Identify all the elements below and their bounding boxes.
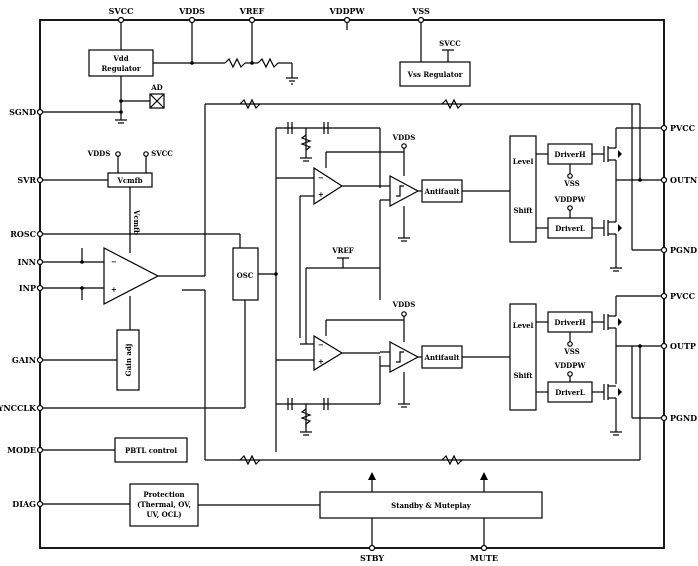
driverl-2-label: DriverL [555, 388, 585, 397]
vcmfb-net-label: Vcmfb [132, 209, 141, 235]
pin-sgnd-label: SGND [9, 107, 36, 117]
pin-gain: GAIN [12, 355, 44, 365]
level-1-label: Level [513, 157, 534, 166]
pin-pvcc-top-label: PVCC [670, 123, 695, 133]
pin-rosc: ROSC [10, 229, 44, 239]
comparator-2 [389, 340, 420, 374]
chip-outline [39, 19, 665, 549]
pin-outp-label: OUTP [670, 341, 696, 351]
integrator-opamp-2 [313, 334, 344, 372]
pin-outn-label: OUTN [670, 175, 697, 185]
pin-mute-label: MUTE [470, 553, 498, 563]
pin-stby-label: STBY [360, 553, 384, 563]
pin-vddpw-top: VDDPW [328, 6, 366, 24]
shift-1-label: Shift [513, 206, 533, 215]
pin-pvcc-bottom: PVCC [660, 291, 695, 301]
gain-adj-label: Gain adj [124, 344, 133, 377]
vdd-regulator-line1: Vdd [112, 54, 128, 63]
driverl-1-label: DriverL [555, 224, 585, 233]
level-shift-1-block [509, 135, 537, 243]
pin-inp-label: INP [19, 283, 36, 293]
vdds-ch2-label: VDDS [392, 300, 416, 309]
pin-vdds-top: VDDS [178, 6, 205, 24]
level-shift-2-block [509, 303, 537, 411]
pin-syncclk-label: SYNCCLK [0, 403, 37, 413]
osc-label: OSC [237, 271, 254, 280]
vdds-ch1-label: VDDS [392, 133, 416, 142]
vss-2-label: VSS [563, 347, 579, 356]
svg-text:−: − [318, 340, 324, 349]
pin-inn: INN [18, 257, 44, 267]
level-2-label: Level [513, 321, 534, 330]
antifault-2-label: Antifault [424, 353, 461, 362]
vcmfb-label: Vcmfb [116, 176, 142, 185]
pin-sgnd: SGND [9, 107, 44, 117]
vss-1-label: VSS [563, 179, 579, 188]
vref-mid-label: VREF [331, 246, 354, 255]
svg-text:−: − [111, 257, 117, 266]
pin-pgnd-bottom: PGND [660, 413, 697, 423]
svg-text:+: + [318, 357, 324, 366]
pin-syncclk: SYNCCLK [0, 403, 44, 413]
svg-text:+: + [318, 190, 324, 199]
pin-inp: INP [19, 283, 44, 293]
comparator-1 [389, 174, 420, 208]
protection-line2: (Thermal, OV, [137, 500, 191, 509]
pin-inn-label: INN [18, 257, 36, 267]
driverh-1-label: DriverH [554, 150, 586, 159]
vddpw-1-label: VDDPW [554, 195, 586, 204]
pin-pgnd-bottom-label: PGND [670, 413, 697, 423]
vddpw-2-label: VDDPW [554, 361, 586, 370]
standby-mute-label: Standby & Muteplay [391, 501, 472, 510]
pin-rosc-label: ROSC [10, 229, 36, 239]
pin-mode-label: MODE [7, 445, 36, 455]
vdd-regulator-line2: Regulator [101, 64, 140, 73]
protection-line3: UV, OCL) [146, 510, 181, 519]
shift-2-label: Shift [513, 371, 533, 380]
ad-label: AD [150, 83, 163, 92]
pin-pgnd-top: PGND [660, 245, 697, 255]
pin-vss-label: VSS [411, 6, 430, 16]
pbtl-control-block [114, 437, 188, 463]
pin-stby: STBY [360, 544, 384, 563]
svcc-svr-label: SVCC [151, 149, 173, 158]
pin-diag-label: DIAG [12, 499, 36, 509]
pbtl-control-label: PBTL control [125, 446, 177, 455]
pin-diag: DIAG [12, 499, 44, 509]
preamp-opamp [103, 247, 160, 305]
antifault-1-label: Antifault [424, 187, 461, 196]
pin-svr-label: SVR [17, 175, 36, 185]
pin-pvcc-bottom-label: PVCC [670, 291, 695, 301]
protection-line1: Protection [143, 490, 184, 499]
pin-vref-label: VREF [239, 6, 265, 16]
pin-pvcc-top: PVCC [660, 123, 695, 133]
vdds-svr-label: VDDS [87, 149, 111, 158]
pin-svr: SVR [17, 175, 44, 185]
pin-svcc-label: SVCC [109, 6, 134, 16]
integrator-opamp-1 [313, 166, 344, 206]
driverh-2-label: DriverH [554, 318, 586, 327]
pin-gain-label: GAIN [12, 355, 36, 365]
vss-regulator-label: Vss Regulator [407, 70, 463, 79]
svg-text:−: − [318, 173, 324, 182]
vss-regulator-block [399, 61, 471, 87]
pin-mode: MODE [7, 445, 44, 455]
svg-text:+: + [111, 285, 117, 294]
pin-vdds-label: VDDS [178, 6, 205, 16]
pin-pgnd-top-label: PGND [670, 245, 697, 255]
pin-vddpw-label: VDDPW [328, 6, 365, 16]
pin-outn: OUTN [660, 175, 697, 185]
standby-mute-block [319, 491, 543, 519]
pin-outp: OUTP [660, 341, 696, 351]
pin-mute: MUTE [470, 544, 498, 563]
svcc-local-label: SVCC [439, 39, 461, 48]
